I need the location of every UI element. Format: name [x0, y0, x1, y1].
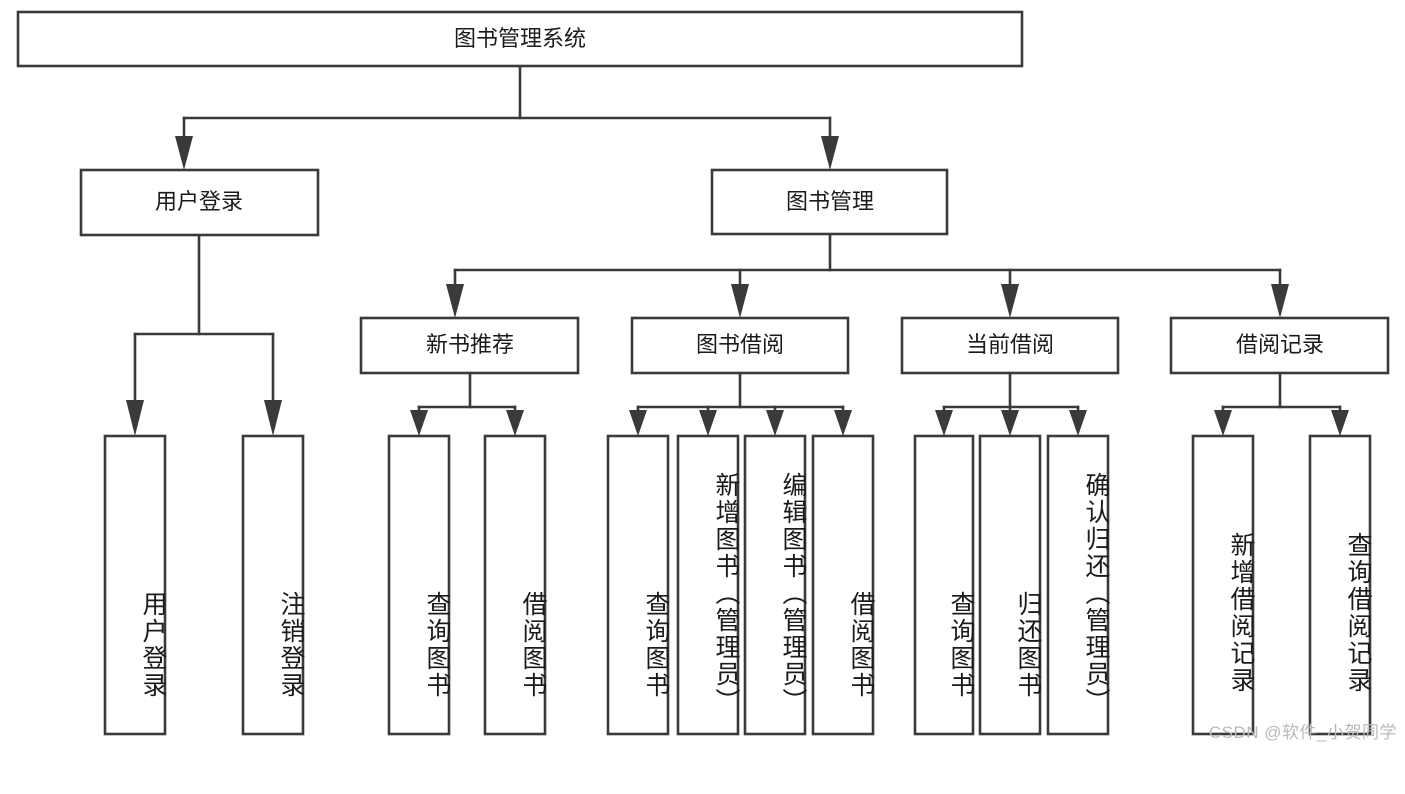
node-book-manage-box[interactable]	[710, 168, 949, 236]
connector-group-book-manage	[446, 232, 1289, 318]
node-new-book-rec-label: 新书推荐	[426, 332, 514, 357]
node-book-manage-label: 图书管理	[786, 189, 874, 214]
node-root-box[interactable]	[16, 10, 1024, 68]
node-user-login-box[interactable]	[79, 168, 320, 237]
csdn-watermark: CSDN @软件_小贺同学	[1208, 723, 1397, 742]
arrow-head-leaf-borrow-book-1	[506, 410, 524, 436]
node-leaf-add-record-box[interactable]	[1191, 434, 1255, 736]
node-leaf-query-book-1-box[interactable]	[387, 434, 451, 736]
node-borrow-record-label: 借阅记录	[1236, 332, 1324, 357]
node-leaf-user-login-box[interactable]	[103, 434, 167, 736]
connector-group-new-book-rec	[410, 371, 524, 436]
node-leaf-query-book-3-box[interactable]	[913, 434, 975, 736]
node-leaf-edit-book-box[interactable]	[743, 434, 807, 736]
node-book-borrow-box[interactable]	[630, 316, 850, 375]
node-book-borrow-label: 图书借阅	[696, 332, 784, 357]
arrow-head-leaf-confirm-return	[1069, 410, 1087, 436]
node-leaf-logout-box[interactable]	[241, 434, 305, 736]
node-leaf-borrow-book-2-box[interactable]	[811, 434, 875, 736]
flowchart-svg: 图书管理系统 用户登录 图书管理 新书推荐 图书借阅 当前借阅 借阅记录	[16, 10, 1390, 736]
arrow-head-borrow-record	[1271, 284, 1289, 318]
arrow-head-leaf-query-book-3	[935, 410, 953, 436]
node-new-book-rec-box[interactable]	[359, 316, 580, 375]
arrow-head-leaf-return-book	[1001, 410, 1019, 436]
node-leaf-query-record-box[interactable]	[1308, 434, 1372, 736]
connector-group-current-borrow	[935, 371, 1087, 436]
node-leaf-borrow-book-1-box[interactable]	[483, 434, 547, 736]
arrow-head-leaf-user-login	[126, 400, 144, 436]
arrow-head-leaf-borrow-book-2	[834, 410, 852, 436]
arrow-head-book-manage	[821, 136, 839, 170]
arrow-head-book-borrow	[731, 284, 749, 318]
arrow-head-leaf-query-book-1	[410, 410, 428, 436]
arrow-head-leaf-add-record	[1214, 410, 1232, 436]
arrow-head-user-login	[175, 136, 193, 170]
connector-group-user-login	[126, 233, 282, 436]
node-root-label: 图书管理系统	[454, 26, 586, 51]
arrow-head-leaf-edit-book	[766, 410, 784, 436]
connector-group-borrow-record	[1214, 371, 1349, 436]
node-current-borrow-box[interactable]	[900, 316, 1120, 375]
arrow-head-current-borrow	[1001, 284, 1019, 318]
arrow-head-leaf-query-book-2	[629, 410, 647, 436]
diagram-canvas: 图书管理系统 用户登录 图书管理 新书推荐 图书借阅 当前借阅 借阅记录 用户登…	[16, 10, 1397, 742]
arrow-head-leaf-query-record	[1331, 410, 1349, 436]
node-user-login-label: 用户登录	[155, 189, 243, 214]
arrow-head-new-book-rec	[446, 284, 464, 318]
node-leaf-return-book-box[interactable]	[978, 434, 1042, 736]
connector-group-root	[175, 64, 839, 170]
connector-group-book-borrow	[629, 371, 852, 436]
node-leaf-add-book-box[interactable]	[676, 434, 740, 736]
node-leaf-confirm-return-box[interactable]	[1046, 434, 1110, 736]
arrow-head-leaf-logout	[264, 400, 282, 436]
arrow-head-leaf-add-book	[699, 410, 717, 436]
node-leaf-query-book-2-box[interactable]	[606, 434, 670, 736]
node-borrow-record-box[interactable]	[1169, 316, 1390, 375]
node-current-borrow-label: 当前借阅	[966, 332, 1054, 357]
